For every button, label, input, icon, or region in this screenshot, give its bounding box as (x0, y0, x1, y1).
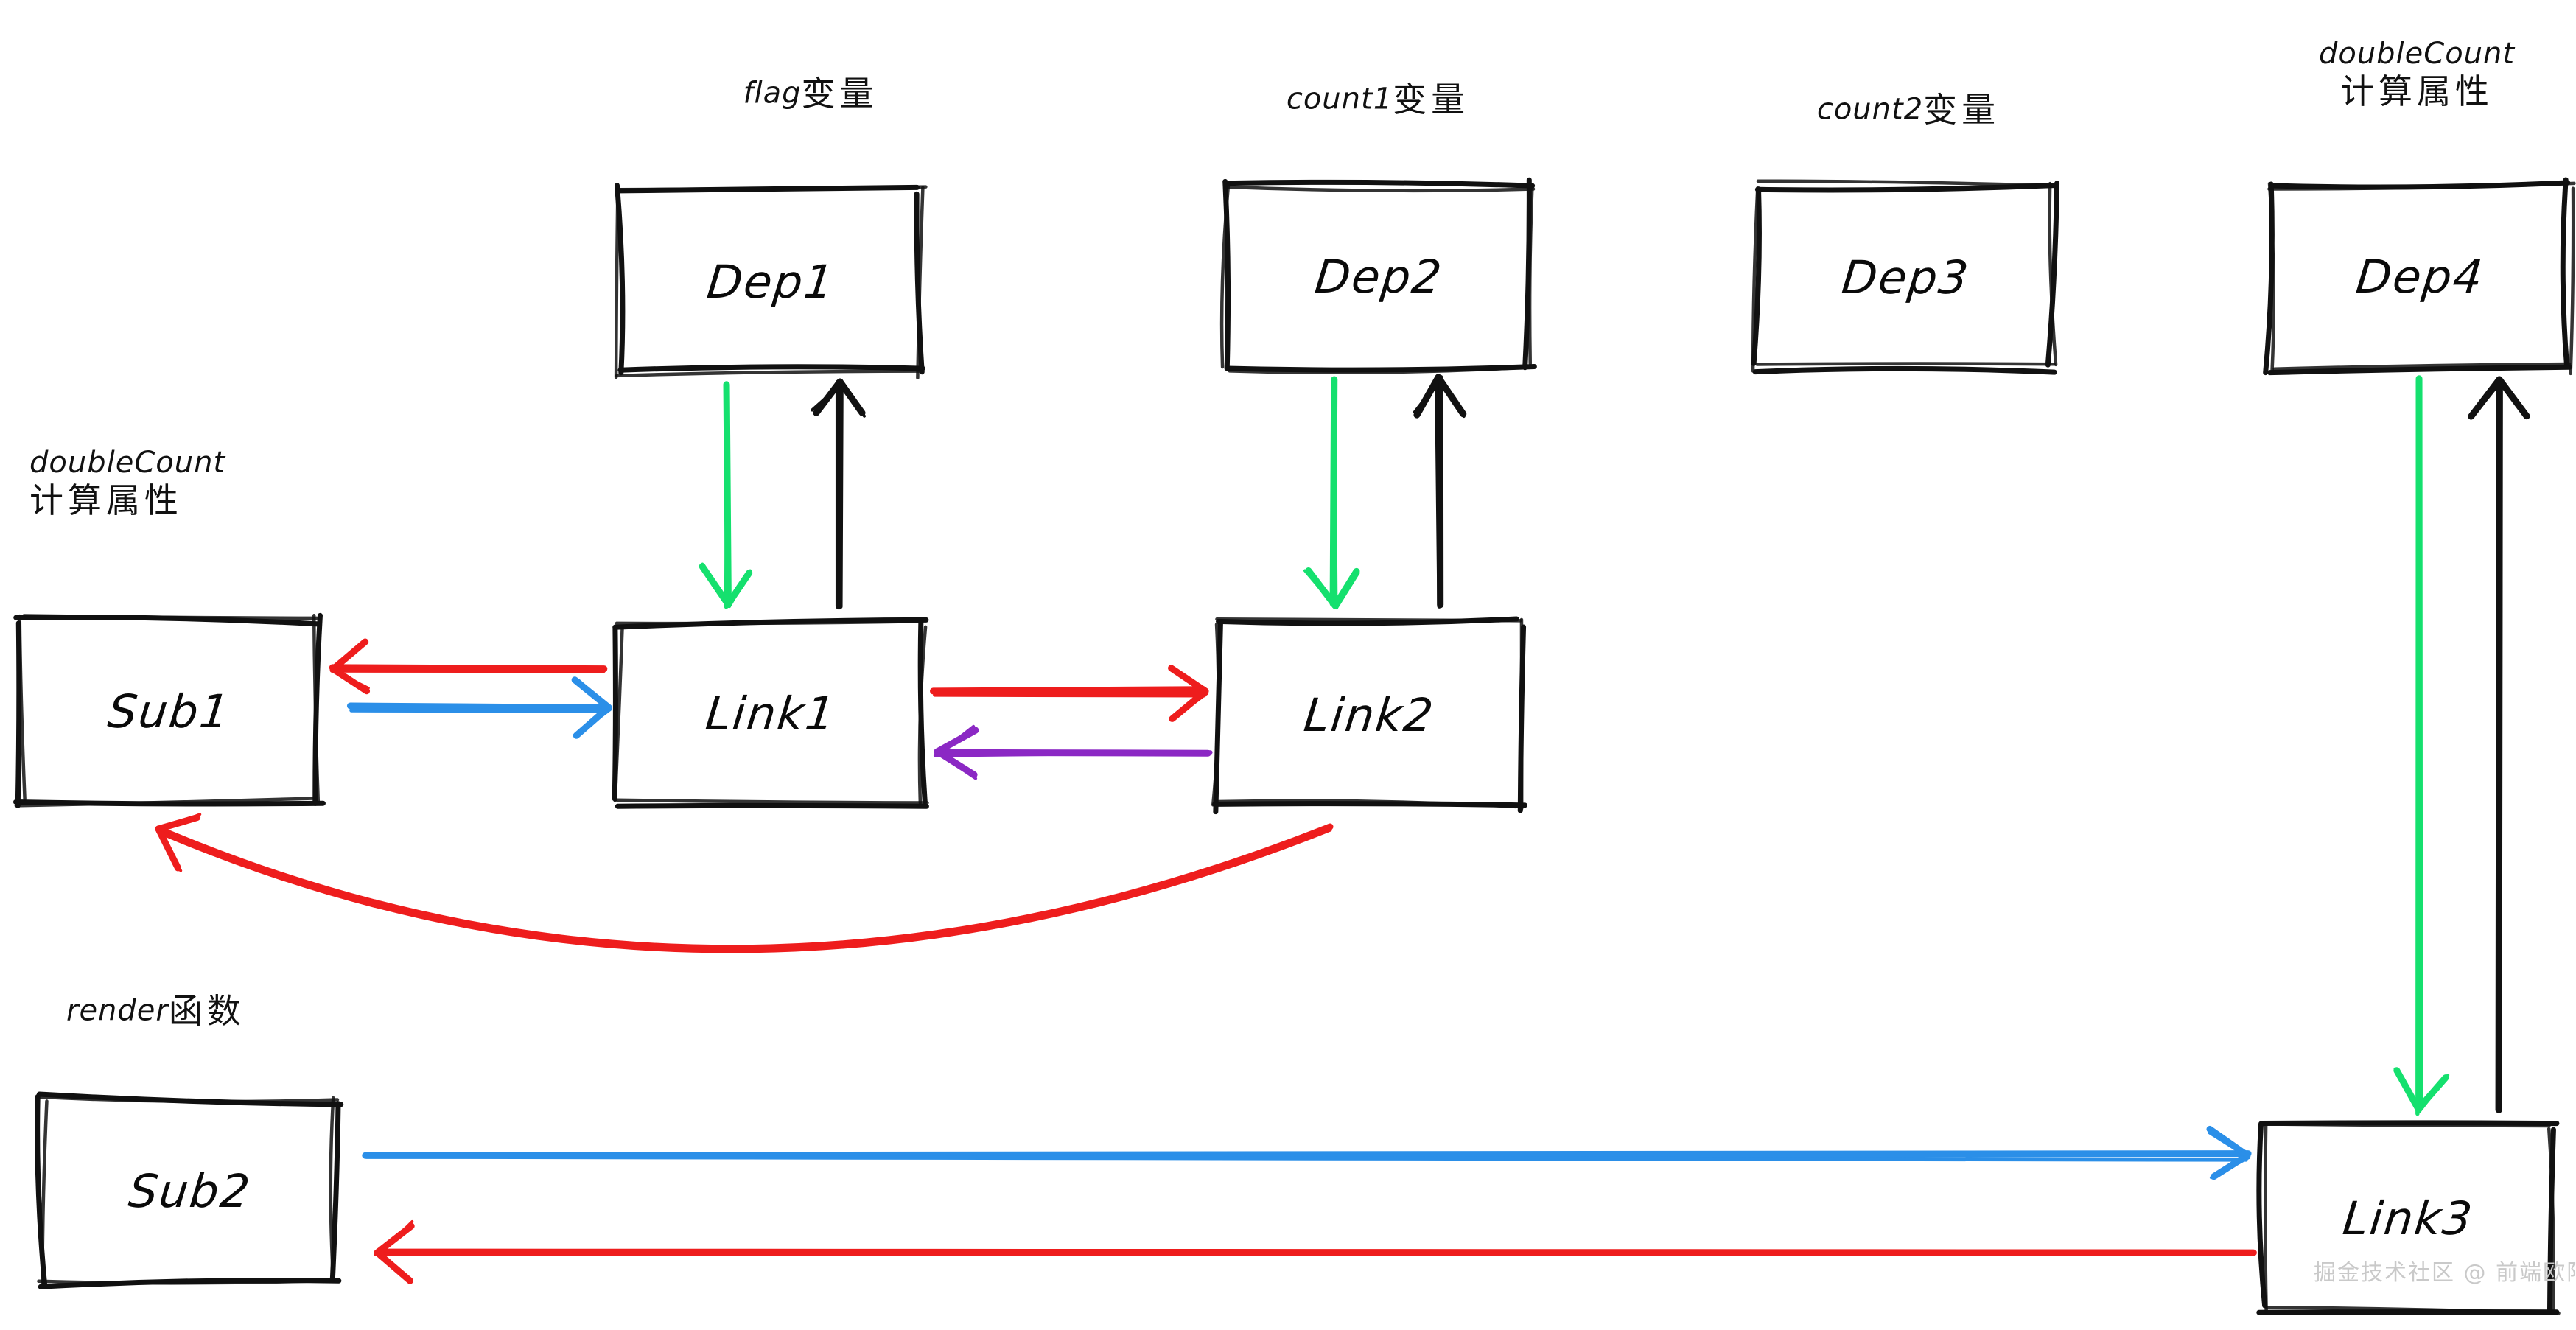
render-label-latin: render (66, 993, 169, 1028)
node-label-link1: Link1 (702, 686, 839, 741)
node-link3-outline (2264, 1123, 2268, 1314)
node-link2[interactable]: Link2 (1217, 623, 1521, 807)
node-dep3-outline (1754, 183, 2057, 193)
doublecount-left-cjk: 计算属性 (29, 480, 183, 521)
node-link3-outline (2256, 1121, 2268, 1309)
node-dep4[interactable]: Dep4 (2269, 184, 2570, 368)
node-link1-outline (615, 802, 929, 809)
node-dep1-outline (615, 369, 923, 378)
node-link1-outline (917, 625, 928, 805)
edge-dep2-to-link2 (1303, 376, 1360, 609)
edge-link3-to-sub2 (373, 1220, 2257, 1284)
render-label: render函数 (66, 991, 332, 1031)
edge-link1-to-dep1 (811, 378, 866, 610)
count1-label-latin: count1 (1286, 82, 1393, 116)
edge-arrows (155, 374, 2530, 1284)
edge-link1-to-link2 (929, 665, 1209, 722)
node-label-sub1: Sub1 (105, 684, 234, 738)
node-link1-outline (615, 619, 923, 626)
node-dep1-outline (614, 192, 620, 379)
doublecount-right-cjk: 计算属性 (2340, 71, 2493, 112)
node-link3-outline (2547, 1127, 2556, 1313)
node-link3-outline (2547, 1127, 2555, 1315)
node-dep2-outline (1228, 365, 1529, 374)
node-label-dep4: Dep4 (2353, 249, 2487, 304)
node-box-outlines (13, 177, 2576, 1315)
node-sub1-outline (18, 614, 27, 801)
edge-sub1-to-link1 (346, 676, 612, 739)
node-dep2[interactable]: Dep2 (1228, 184, 1530, 368)
node-dep4-outline (2267, 181, 2576, 191)
node-sub2-outline (41, 1099, 49, 1284)
count2-label-latin: count2 (1816, 92, 1924, 127)
node-dep1[interactable]: Dep1 (620, 190, 921, 373)
node-sub1-outline (312, 614, 321, 802)
node-sub1-outline (22, 614, 319, 620)
flag-label-cjk: 变量 (801, 74, 878, 113)
node-dep4-outline (2267, 181, 2275, 374)
edge-link1-to-sub1 (329, 638, 608, 695)
node-dep4-outline (2560, 177, 2570, 369)
node-label-link2: Link2 (1301, 687, 1438, 742)
node-dep2-outline (1223, 185, 1536, 193)
node-label-dep3: Dep3 (1838, 250, 1973, 304)
node-link1[interactable]: Link1 (619, 625, 923, 802)
node-link1-outline (615, 798, 929, 805)
node-link3-outline (2264, 1305, 2561, 1315)
doublecount-right-latin: doubleCount (2318, 37, 2516, 71)
node-dep3-outline (2048, 181, 2058, 367)
node-dep2-outline (1225, 179, 1536, 189)
edge-link2-to-dep2 (1413, 374, 1467, 609)
node-sub2[interactable]: Sub2 (43, 1099, 337, 1282)
edge-link2-to-sub1 (155, 813, 1334, 953)
count2-label: count2变量 (1783, 90, 2034, 130)
node-label-link3: Link3 (2339, 1191, 2477, 1245)
node-link3-outline (2262, 1122, 2551, 1128)
count1-label-cjk: 变量 (1393, 80, 1470, 119)
node-dep2-outline (1527, 183, 1534, 365)
edge-dep1-to-link1 (699, 381, 753, 609)
node-dep4-outline (2272, 362, 2572, 371)
node-sub2-outline (36, 1095, 340, 1104)
flag-label: flag变量 (678, 74, 943, 113)
node-dep1-outline (617, 364, 925, 373)
node-sub2-outline (37, 1278, 335, 1285)
node-dep4-outline (2267, 364, 2572, 376)
node-dep3-outline (1751, 186, 1762, 366)
node-dep3[interactable]: Dep3 (1758, 186, 2053, 368)
node-label-dep2: Dep2 (1312, 249, 1446, 304)
node-sub1-outline (14, 797, 318, 808)
count1-label: count1变量 (1245, 80, 1511, 119)
node-sub1[interactable]: Sub1 (21, 619, 318, 803)
node-link1-outline (613, 626, 624, 802)
node-dep1-outline (914, 191, 925, 375)
node-dep3-outline (2045, 181, 2060, 368)
node-label-dep1: Dep1 (704, 254, 838, 309)
edge-link3-to-dep4 (2468, 376, 2530, 1113)
node-label-sub2: Sub2 (126, 1163, 254, 1218)
node-dep1-outline (615, 185, 928, 192)
node-link2-outline (1215, 799, 1518, 809)
node-dep1-outline (916, 186, 925, 380)
node-sub2-outline (329, 1096, 335, 1281)
node-dep3-outline (1755, 362, 2056, 366)
node-dep3-outline (1752, 365, 2057, 375)
node-dep3-outline (1756, 179, 2053, 188)
watermark: 掘金技术社区 @ 前端欧阳 (2314, 1260, 2576, 1286)
node-link2-outline (1211, 623, 1220, 807)
edge-dep4-to-link3 (2393, 375, 2450, 1116)
edge-sub2-to-link3 (362, 1125, 2252, 1180)
render-label-cjk: 函数 (168, 991, 245, 1031)
node-dep4-outline (2569, 186, 2575, 376)
node-dep3-outline (1751, 186, 1760, 373)
node-dep2-outline (1219, 181, 1231, 369)
count2-label-cjk: 变量 (1923, 90, 2001, 130)
edge-link2-to-link1 (933, 724, 1213, 780)
flag-label-latin: flag (743, 76, 802, 111)
node-link2-outline (1215, 617, 1523, 623)
doublecount-left-latin: doubleCount (29, 446, 226, 480)
